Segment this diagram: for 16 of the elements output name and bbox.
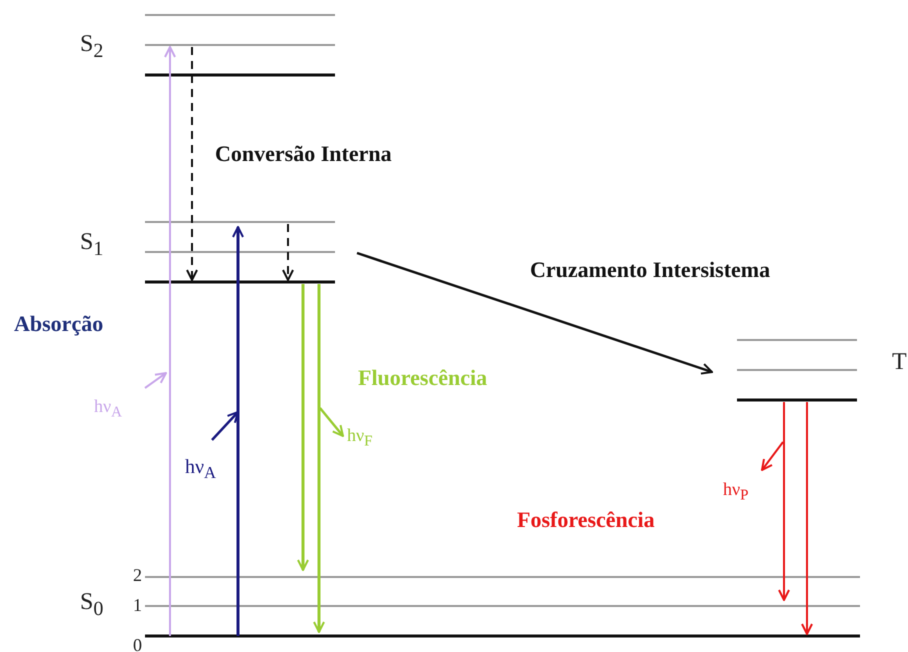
state-label: S$_{0}$ xyxy=(80,590,104,619)
photon-label: hν$_{A}$ xyxy=(94,397,122,421)
state-label: S$_{2}$ xyxy=(80,32,104,61)
process-label: Conversão Interna xyxy=(215,143,392,165)
process-label: Cruzamento Intersistema xyxy=(530,259,770,281)
state-label: T xyxy=(892,350,907,374)
process-label: Fosforescência xyxy=(517,509,655,531)
level-number: 1 xyxy=(133,596,142,614)
photon-label: hν$_{A}$ xyxy=(185,457,216,482)
process-label: Fluorescência xyxy=(358,367,488,389)
process-label: Absorção xyxy=(14,313,104,335)
photon-label: hν$_{F}$ xyxy=(347,426,372,450)
level-number: 0 xyxy=(133,636,142,652)
level-number: 2 xyxy=(133,566,142,584)
state-label: S$_{1}$ xyxy=(80,230,104,259)
photon-label: hν$_{P}$ xyxy=(723,480,748,504)
